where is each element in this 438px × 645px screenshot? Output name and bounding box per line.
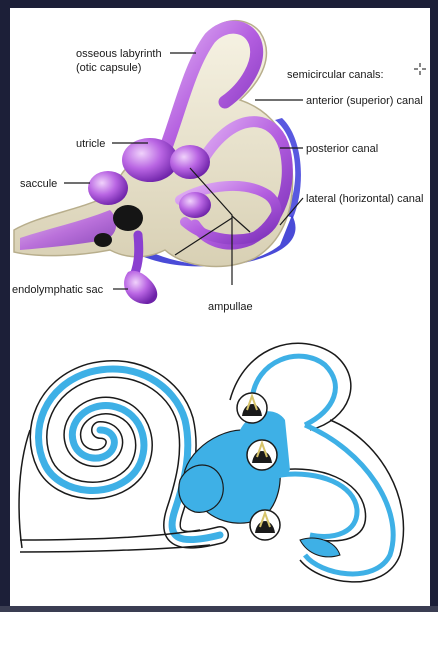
leader-ampullae-1 bbox=[189, 167, 233, 285]
cursor-crosshair-icon bbox=[414, 63, 426, 75]
label-ampullae: ampullae bbox=[208, 301, 253, 313]
ampulla-crista-3 bbox=[249, 509, 281, 541]
saccule bbox=[88, 171, 128, 205]
round-window bbox=[94, 233, 112, 247]
lateral-duct bbox=[279, 471, 360, 539]
cochlear-duct bbox=[20, 210, 117, 250]
saccule-blue bbox=[178, 464, 224, 513]
label-utricle: utricle bbox=[76, 138, 105, 150]
oval-window bbox=[113, 205, 143, 231]
window-frame-right bbox=[430, 0, 438, 612]
leader-ampullae-2 bbox=[174, 217, 233, 256]
label-semicircular-canals: semicircular canals: bbox=[287, 69, 384, 81]
ampulla-crista-1 bbox=[236, 392, 268, 424]
window-frame-left bbox=[0, 0, 10, 612]
leader-ampullae-3 bbox=[231, 215, 251, 233]
cochlea-spiral bbox=[29, 359, 229, 549]
bony-outline bbox=[18, 342, 405, 583]
anterior-duct bbox=[249, 353, 338, 428]
leader-lateral bbox=[279, 197, 304, 226]
top-panel: osseous labyrinth (otic capsule) semicir… bbox=[10, 8, 430, 324]
label-anterior-canal: anterior (superior) canal bbox=[306, 95, 423, 107]
label-otic-capsule: (otic capsule) bbox=[76, 62, 141, 74]
ampulla-lateral bbox=[179, 192, 211, 218]
ampulla-crista-2 bbox=[246, 439, 278, 471]
posterior-duct bbox=[303, 422, 396, 577]
utricle bbox=[122, 138, 178, 182]
window-frame-bottom bbox=[0, 606, 438, 612]
label-posterior-canal: posterior canal bbox=[306, 143, 378, 155]
ampulla-anterior bbox=[170, 145, 210, 179]
semicircular-canal-ducts bbox=[249, 353, 396, 577]
blue-shadow-posterior bbox=[275, 118, 301, 218]
window-frame-top bbox=[0, 0, 438, 8]
label-saccule: saccule bbox=[20, 178, 57, 190]
anterior-canal bbox=[158, 20, 263, 157]
label-lateral-canal: lateral (horizontal) canal bbox=[306, 193, 423, 205]
bottom-panel bbox=[10, 324, 430, 606]
lateral-canal bbox=[175, 180, 282, 245]
endolymphatic-sac bbox=[124, 270, 158, 305]
label-endolymphatic-sac: endolymphatic sac bbox=[12, 284, 104, 296]
page-margin bbox=[0, 612, 438, 645]
label-osseous-labyrinth: osseous labyrinth bbox=[76, 48, 162, 60]
endolymphatic-sac-blue bbox=[299, 537, 341, 558]
